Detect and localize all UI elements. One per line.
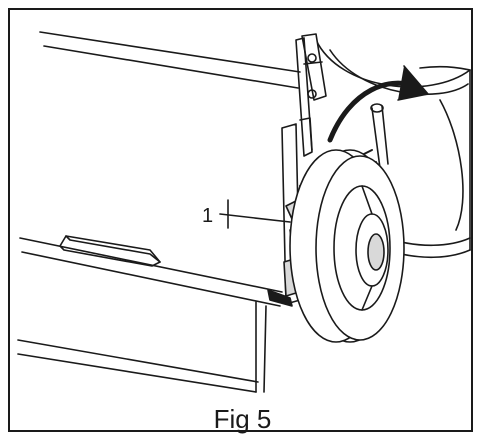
rear-wheel [289,149,405,343]
figure-caption: Fig 5 [213,404,272,434]
height-lever-bracket [281,33,389,305]
rotation-arrow [327,65,429,143]
callout-label-1: 1 [202,205,213,227]
mower-deck [17,31,301,393]
callout-1 [219,199,291,229]
